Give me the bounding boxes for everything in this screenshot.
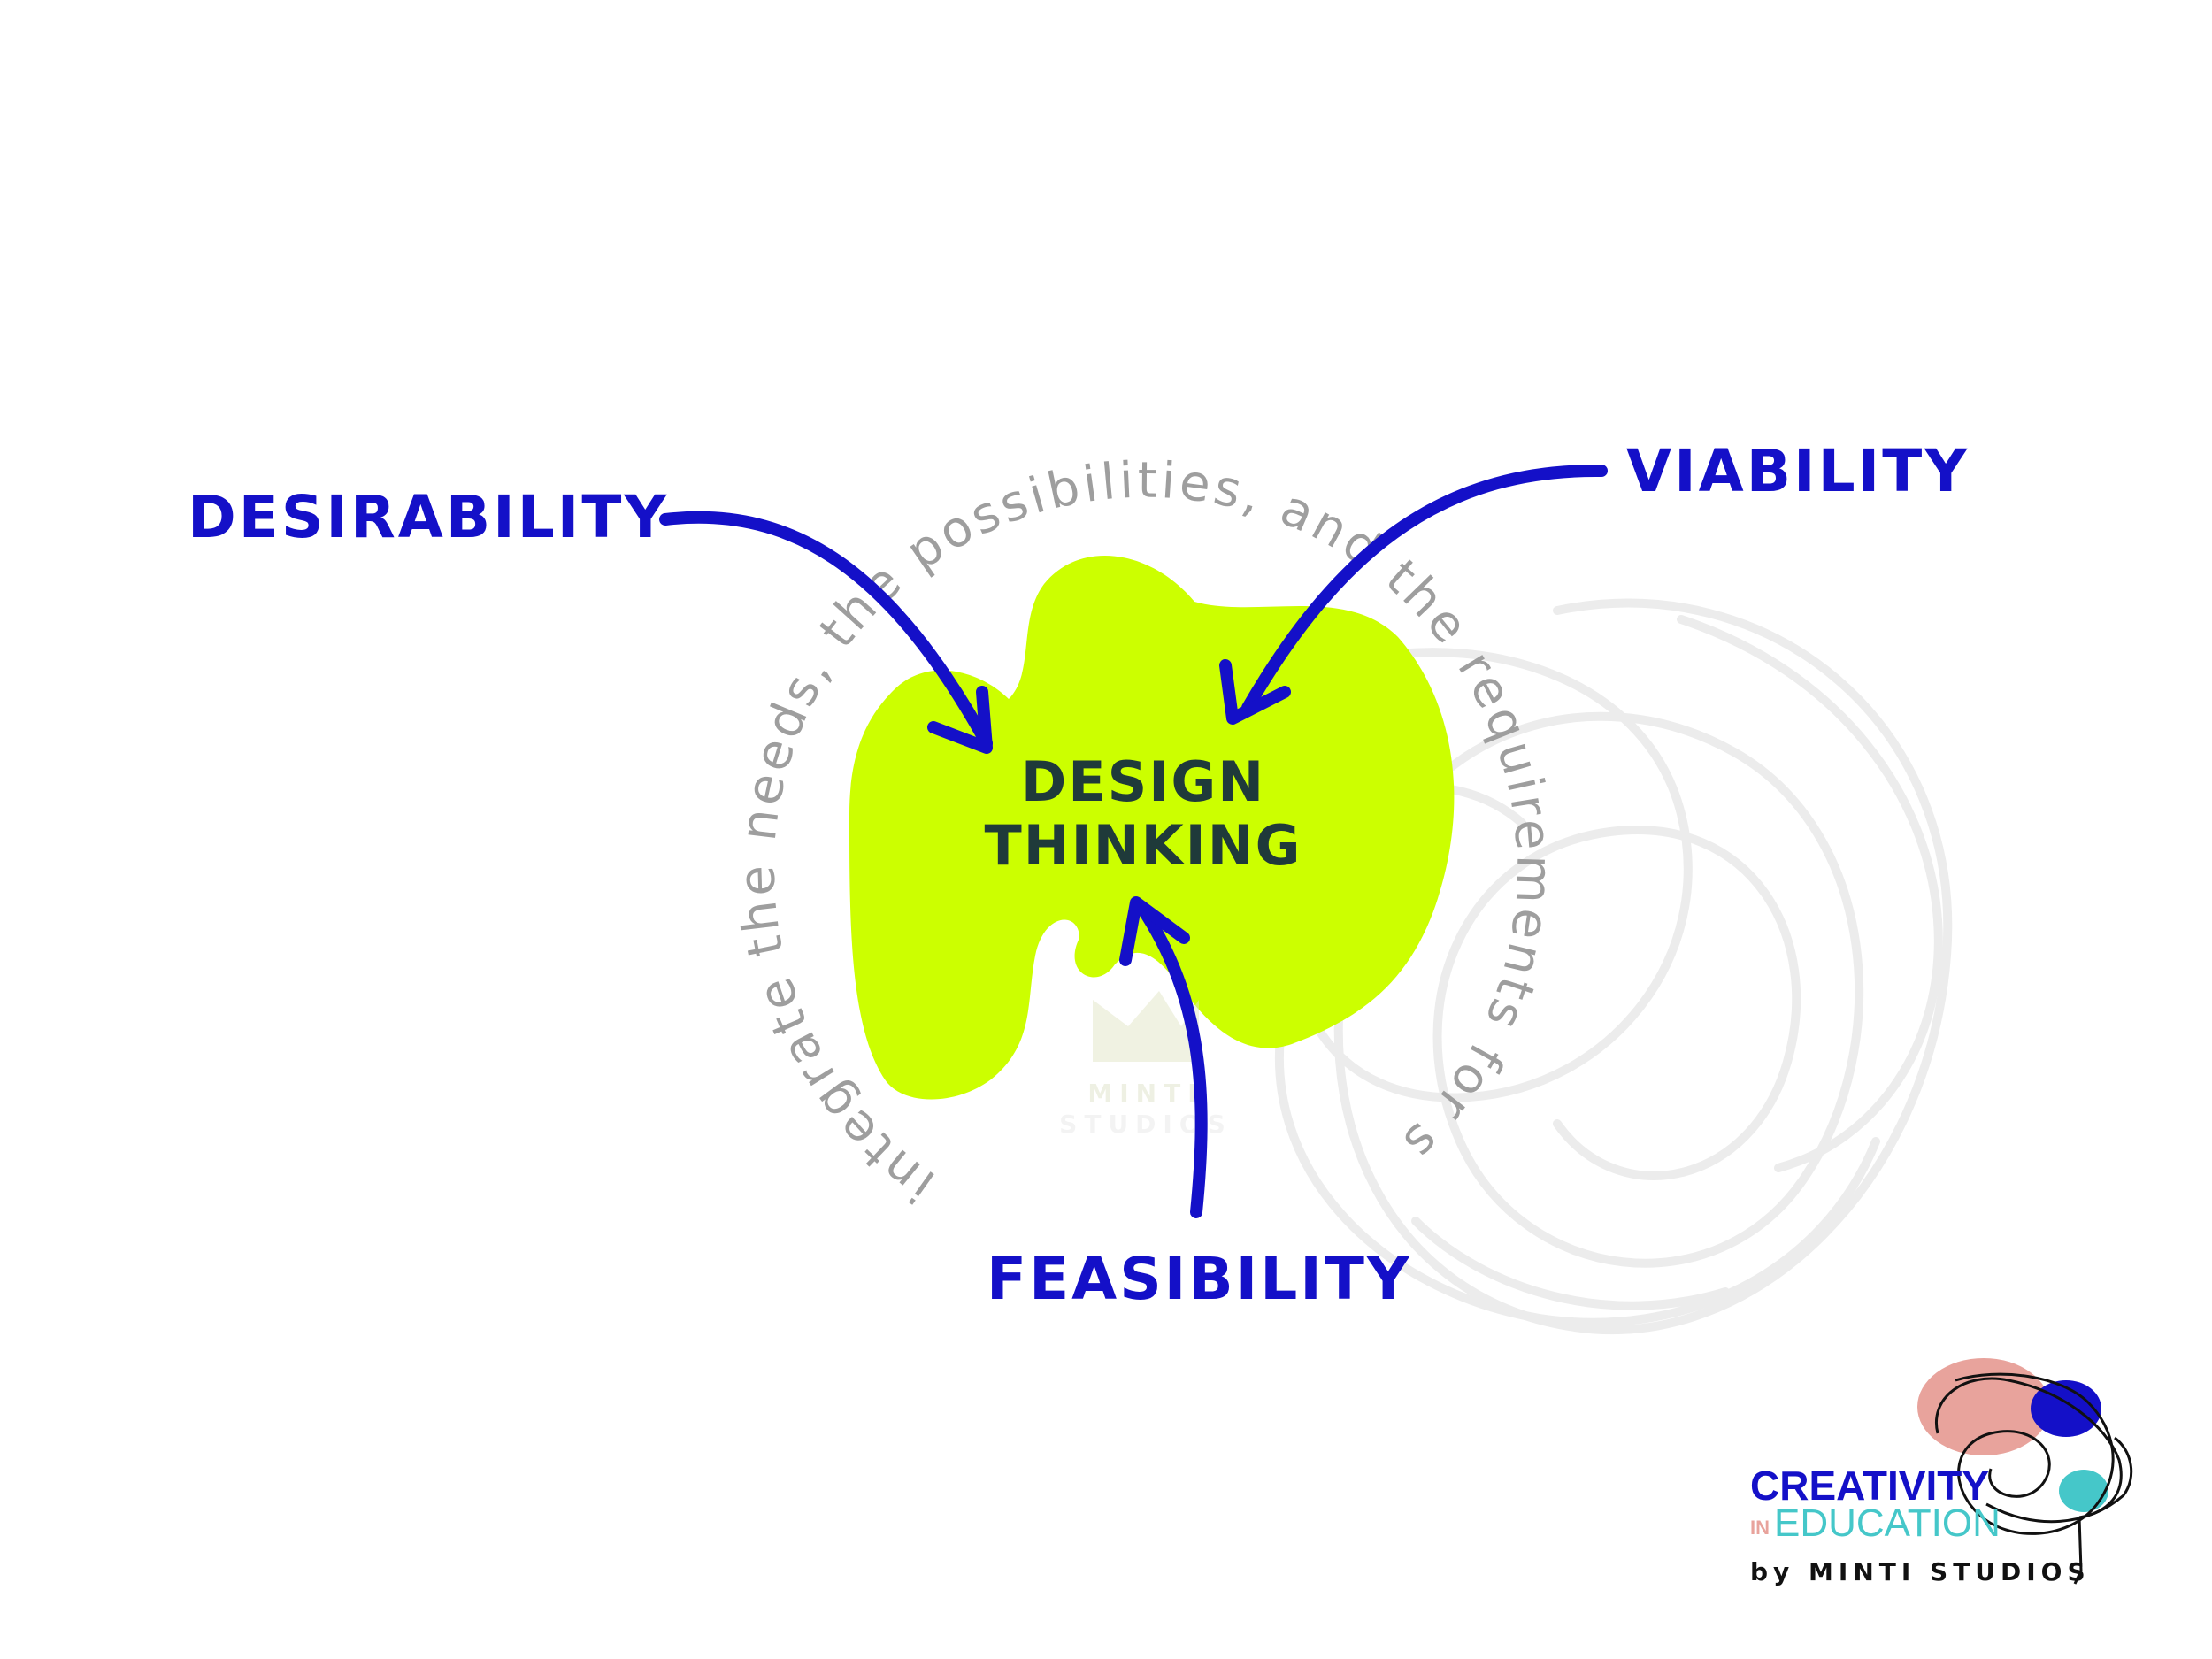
logo-scribble: [1935, 1372, 2133, 1585]
arrow-desirability: [659, 511, 993, 749]
center-title-line2: THINKING: [984, 813, 1302, 878]
watermark-crown-icon: [1093, 991, 1199, 1062]
center-title-line1: DESIGN: [1021, 749, 1265, 814]
logo-creativity: CREATIVITY: [1750, 1463, 1989, 1509]
logo-education: EDUCATION: [1774, 1502, 2001, 1545]
watermark-line1: MINTI: [1087, 1079, 1203, 1108]
arrowhead-feasibility: [1119, 896, 1190, 966]
logo-byline: by MINTI STUDIOS: [1750, 1557, 2091, 1586]
logo-teal-blob: [2059, 1470, 2108, 1512]
arrows: [659, 464, 1608, 1218]
arrow-feasibility: [1135, 901, 1208, 1218]
center-blob: [849, 555, 1455, 1100]
arrowhead-viability: [1219, 659, 1291, 725]
label-feasibility: FEASIBILITY: [987, 1245, 1412, 1313]
creativity-in-education-logo: CREATIVITY IN EDUCATION by MINTI STUDIOS: [1750, 1358, 2133, 1586]
background-scribble: [1274, 598, 1953, 1335]
logo-in: IN: [1750, 1517, 1770, 1539]
circle-text: integrate the needs, the possibilities, …: [0, 0, 1559, 1214]
arrowhead-desirability: [927, 686, 993, 754]
label-viability: VIABILITY: [1626, 437, 1970, 505]
label-desirability: DESIRABILITY: [188, 483, 669, 551]
logo-pink-blob: [1917, 1358, 2050, 1455]
arrow-viability: [1241, 464, 1608, 714]
circle-text-path: integrate the needs, the possibilities, …: [0, 0, 1559, 1214]
